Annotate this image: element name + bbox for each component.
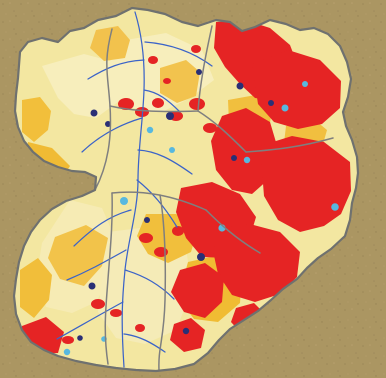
dark-blue-spot-3 xyxy=(166,112,174,120)
red-zone-east xyxy=(260,136,351,232)
dark-blue-spot-9 xyxy=(144,217,150,223)
light-blue-spot-6 xyxy=(281,104,289,112)
river-network xyxy=(56,11,213,368)
light-blue-spot-3 xyxy=(120,197,128,205)
red-zone-south xyxy=(171,263,224,318)
red-spot-9 xyxy=(172,226,184,236)
dark-blue-spot-7 xyxy=(231,155,237,161)
light-blue-spot-7 xyxy=(302,81,308,87)
light-blue-spot-2 xyxy=(169,147,175,153)
river-branch-3 xyxy=(73,209,132,247)
internal-borders xyxy=(94,25,334,371)
red-spot-7 xyxy=(139,233,153,243)
department-border-6 xyxy=(205,209,261,254)
dark-blue-spot-11 xyxy=(77,335,83,341)
department-border-4 xyxy=(111,191,207,211)
red-scatter xyxy=(62,45,217,344)
red-spot-6 xyxy=(203,123,217,133)
river-branch-6 xyxy=(87,59,145,80)
river-branch-5 xyxy=(56,301,124,340)
yellow-zone-southwest-2 xyxy=(48,225,108,286)
red-spot-16 xyxy=(191,45,201,53)
dark-blue-spot-1 xyxy=(90,109,98,117)
red-spot-3 xyxy=(152,98,164,108)
department-border-5 xyxy=(104,192,113,365)
dark-blue-spot-6 xyxy=(268,100,274,106)
yellow-zone-southwest xyxy=(20,258,52,318)
department-border-7 xyxy=(158,194,167,371)
dark-blue-spot-10 xyxy=(88,282,96,290)
dark-blue-spot-8 xyxy=(197,253,205,261)
department-border-2 xyxy=(109,105,199,113)
red-spot-10 xyxy=(91,299,105,309)
red-spot-14 xyxy=(148,56,158,64)
red-zone-bottom xyxy=(170,318,205,352)
red-spot-13 xyxy=(62,336,74,344)
light-blue-spot-5 xyxy=(243,156,251,164)
dark-blue-spot-2 xyxy=(105,121,111,127)
light-blue-spots xyxy=(63,81,339,356)
dark-blue-spot-5 xyxy=(236,82,244,90)
river-branch-2 xyxy=(137,149,193,175)
yellow-zone-north-center xyxy=(160,60,200,103)
region-outline xyxy=(12,6,360,373)
river-branch-7 xyxy=(144,41,213,67)
department-border-8 xyxy=(245,137,334,153)
yellow-zone-north xyxy=(90,26,130,61)
dark-blue-spot-4 xyxy=(196,69,202,75)
river-branch-10 xyxy=(124,269,175,300)
river-branch-4 xyxy=(66,249,127,281)
department-border-9 xyxy=(197,25,213,112)
river-branch-11 xyxy=(123,333,166,353)
red-zone-northeast-2 xyxy=(252,50,341,129)
dark-blue-spot-12 xyxy=(182,327,190,335)
yellow-zone-west xyxy=(22,97,51,142)
red-zone-southeast xyxy=(213,224,300,302)
department-border-3 xyxy=(197,110,247,153)
red-spot-15 xyxy=(163,78,171,84)
red-spot-5 xyxy=(189,98,205,110)
light-blue-spot-9 xyxy=(63,348,71,356)
light-blue-spot-8 xyxy=(331,203,339,211)
river-branch-9 xyxy=(136,179,178,228)
red-spot-11 xyxy=(110,309,122,317)
red-spot-12 xyxy=(135,324,145,332)
light-blue-spot-1 xyxy=(146,126,154,134)
dark-blue-spots xyxy=(77,69,274,341)
red-spot-8 xyxy=(154,247,168,257)
river-branch-1 xyxy=(143,89,181,113)
red-spot-1 xyxy=(118,98,134,110)
